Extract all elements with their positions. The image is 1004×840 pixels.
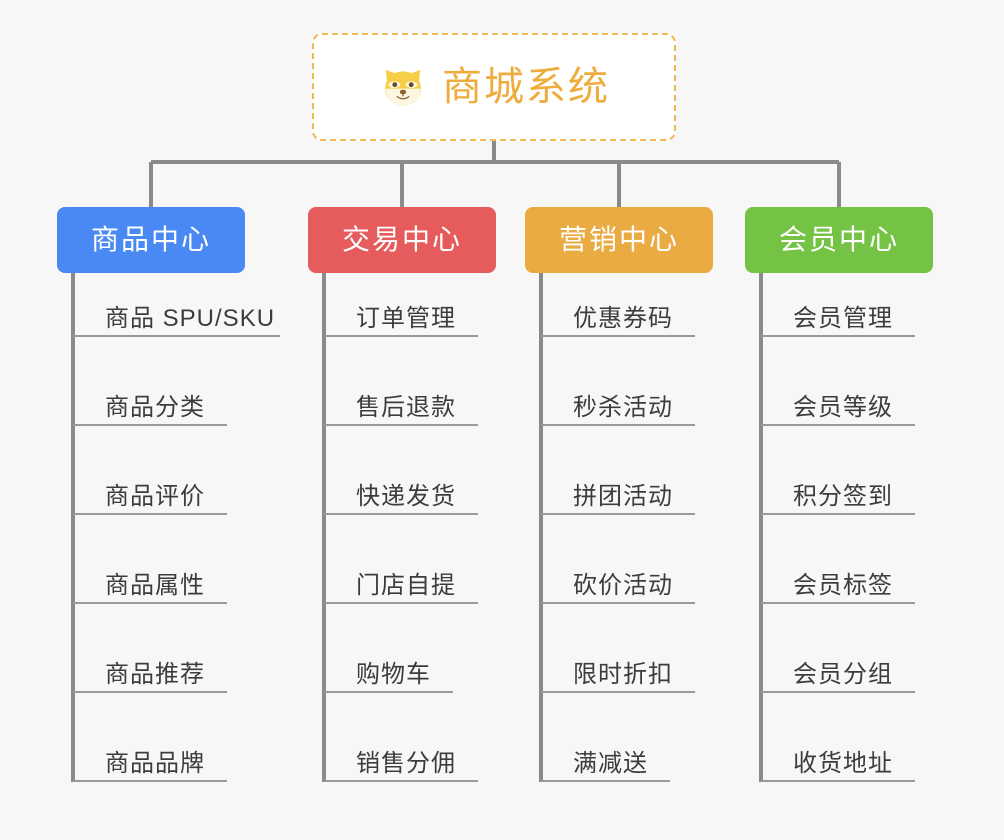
leaf-item[interactable]: 商品评价: [73, 451, 227, 515]
leaf-item-label: 秒杀活动: [573, 394, 673, 422]
leaf-item-label: 砍价活动: [573, 572, 673, 600]
leaf-item-label: 快递发货: [356, 483, 456, 511]
leaf-item[interactable]: 订单管理: [324, 273, 478, 337]
leaf-item-label: 会员等级: [793, 394, 893, 422]
root-title: 商城系统: [442, 65, 610, 109]
leaf-item-label: 优惠券码: [573, 305, 673, 333]
root-node[interactable]: 商城系统: [312, 33, 676, 141]
leaf-item-label: 商品 SPU/SKU: [105, 305, 276, 333]
leaf-item[interactable]: 商品推荐: [73, 629, 227, 693]
leaf-item-label: 积分签到: [793, 483, 893, 511]
leaf-item[interactable]: 砍价活动: [541, 540, 695, 604]
leaf-item-label: 销售分佣: [356, 750, 456, 778]
leaf-item-label: 限时折扣: [573, 661, 673, 689]
leaf-item-label: 会员管理: [793, 305, 893, 333]
leaf-item-label: 商品属性: [105, 572, 205, 600]
branch-box-1[interactable]: 交易中心: [308, 207, 496, 273]
leaf-item-label: 收货地址: [793, 750, 893, 778]
leaf-item[interactable]: 积分签到: [761, 451, 915, 515]
leaf-item-label: 售后退款: [356, 394, 456, 422]
leaf-item[interactable]: 会员等级: [761, 362, 915, 426]
leaf-item[interactable]: 限时折扣: [541, 629, 695, 693]
leaf-item[interactable]: 会员管理: [761, 273, 915, 337]
branch-label-3: 会员中心: [778, 224, 899, 255]
branch-label-1: 交易中心: [341, 224, 462, 255]
dog-face-icon: [385, 69, 421, 107]
leaf-item[interactable]: 会员标签: [761, 540, 915, 604]
leaf-item[interactable]: 购物车: [324, 629, 453, 693]
leaf-item-label: 订单管理: [356, 305, 456, 333]
leaf-item[interactable]: 优惠券码: [541, 273, 695, 337]
leaf-item[interactable]: 快递发货: [324, 451, 478, 515]
leaf-item[interactable]: 商品分类: [73, 362, 227, 426]
leaf-item[interactable]: 收货地址: [761, 718, 915, 782]
branch-label-0: 商品中心: [90, 224, 211, 255]
branch-label-2: 营销中心: [558, 224, 679, 255]
branch-box-2[interactable]: 营销中心: [525, 207, 713, 273]
leaf-item-label: 门店自提: [356, 572, 456, 600]
leaf-item-label: 拼团活动: [573, 483, 673, 511]
leaf-item[interactable]: 销售分佣: [324, 718, 478, 782]
leaf-item-label: 会员分组: [793, 661, 893, 689]
leaf-item[interactable]: 商品属性: [73, 540, 227, 604]
leaf-item-label: 商品品牌: [105, 750, 205, 778]
leaf-item[interactable]: 商品品牌: [73, 718, 227, 782]
leaf-item-label: 满减送: [573, 750, 648, 778]
leaf-item-label: 会员标签: [793, 572, 893, 600]
leaf-item-label: 商品推荐: [105, 661, 205, 689]
branch-box-3[interactable]: 会员中心: [745, 207, 933, 273]
leaf-item[interactable]: 秒杀活动: [541, 362, 695, 426]
leaf-item[interactable]: 门店自提: [324, 540, 478, 604]
leaf-item-label: 购物车: [356, 661, 431, 689]
leaf-item[interactable]: 会员分组: [761, 629, 915, 693]
leaf-item[interactable]: 满减送: [541, 718, 670, 782]
leaf-item[interactable]: 商品 SPU/SKU: [73, 273, 280, 337]
leaf-item-label: 商品评价: [105, 483, 205, 511]
leaf-item-label: 商品分类: [105, 394, 205, 422]
leaf-item[interactable]: 拼团活动: [541, 451, 695, 515]
branch-box-0[interactable]: 商品中心: [57, 207, 245, 273]
leaf-item[interactable]: 售后退款: [324, 362, 478, 426]
